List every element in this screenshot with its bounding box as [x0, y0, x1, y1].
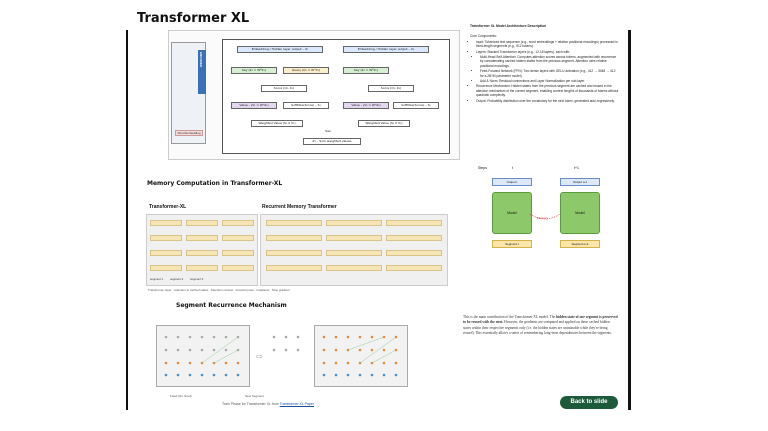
softmax-1: SoftMax(Score) – S₁ — [283, 102, 329, 109]
model-t: Model — [492, 192, 532, 234]
embed-1: Embedding / Hidden layer output – X₁ — [237, 46, 323, 53]
score-1: Score (Q₁, K₁) — [261, 85, 307, 92]
legend-context: Attention context — [210, 288, 234, 292]
recurrence-dots — [164, 335, 398, 377]
encoder-label: ENCODER — [199, 52, 203, 68]
recurrence-step-diagram: Steps t t+1 Output t Output t+1 Model Mo… — [476, 164, 621, 264]
desc-item: Input: Tokenized text sequence (e.g., wo… — [476, 40, 620, 49]
paper-link[interactable]: Transformer XL Paper — [279, 402, 315, 406]
figure-caption: Train Phase for Transformer XL from Tran… — [222, 402, 314, 406]
legend-forward: Forward pass — [235, 288, 254, 292]
word-embedding-label: Word Embedding — [175, 130, 203, 136]
xl-rows — [148, 215, 254, 283]
output-t1: Output t+1 — [560, 178, 600, 186]
seg-label: segment 1 — [150, 277, 164, 281]
memory-arrow-icon — [530, 213, 560, 220]
desc-item: Output: Probability distribution over th… — [476, 99, 620, 103]
desc-item: Layers: Stacked Transformer layers (e.g.… — [476, 50, 620, 54]
page-title: Transformer XL — [137, 11, 250, 26]
memory-label: Memory — [537, 216, 548, 220]
embed-2: Embedding / Hidden layer output – X₂ — [343, 46, 429, 53]
memory-heading: Memory Computation in Transformer-XL — [147, 180, 283, 187]
xl-segment-labels: segment 1 segment 2 segment 3 — [150, 277, 203, 281]
legend-gradients: Gradients — [256, 288, 270, 292]
recurrence-paragraph: This is the main contribution of the Tra… — [463, 315, 618, 336]
memory-legend: Transformer layer Attention to cached st… — [148, 288, 448, 292]
key-1: Key (K₁ = WᴷX₁) — [231, 67, 277, 74]
paragraph-text: However, the gradients are computed and … — [463, 320, 612, 335]
paragraph-text: This is the main contribution of the Tra… — [463, 315, 557, 319]
z-output: Z₁ – Sum weighted values — [303, 138, 361, 145]
model-t1: Model — [560, 192, 600, 234]
score-2: Score (Q₁, K₂) — [368, 85, 414, 92]
query-1: Query (Q₁ = WᴼX₁) — [283, 67, 329, 74]
weighted-1: Weighted Value (S₁ X V₁) — [251, 120, 303, 127]
description-title: Transformer XL Model Architecture Descri… — [470, 24, 547, 28]
value-1: Value – (V₁ = WᵛX₁) — [231, 102, 277, 109]
architecture-description: Transformer XL Model Architecture Descri… — [470, 24, 620, 104]
softmax-2: SoftMax(Score) – S₂ — [393, 102, 439, 109]
fixed-segment-grid — [156, 325, 250, 387]
legend-layer: Transformer layer — [148, 288, 172, 292]
arrow-right-icon: ⇨ — [256, 352, 263, 361]
description-list: Input: Tokenized text sequence (e.g., wo… — [476, 40, 620, 103]
rmt-rows — [262, 215, 444, 283]
right-border — [628, 30, 631, 410]
desc-item: Multi-Head Self-Attention: Computes atte… — [480, 55, 620, 68]
recurrence-heading: Segment Recurrence Mechanism — [176, 302, 287, 309]
value-2: Value – (V₂ = WᵛX₂) — [343, 102, 389, 109]
rmt-title: Recurrent Memory Transformer — [262, 204, 337, 210]
encoder-label-bar — [198, 50, 206, 94]
paragraph-bold: hidden state of one segment is preserved… — [463, 315, 618, 325]
legend-cached: Attention to cached states — [173, 288, 209, 292]
back-to-slide-button[interactable]: Back to slide — [560, 396, 618, 409]
segment-t1: Segment t+1 — [560, 240, 600, 248]
desc-item: Feed-Forward Network (FFN): Two dense la… — [480, 69, 620, 78]
desc-item: Recurrence Mechanism: Hidden states from… — [476, 84, 620, 97]
caption-text: Train Phase for Transformer XL from — [222, 402, 279, 406]
legend-stop-gradient: Stop gradient — [271, 288, 290, 292]
weighted-2: Weighted Value (S₂ X V₂) — [358, 120, 410, 127]
new-segment-label: New Segment — [245, 394, 264, 398]
segment-t: Segment t — [492, 240, 532, 248]
output-t: Output t — [492, 178, 532, 186]
steps-label: Steps — [478, 166, 487, 170]
key-2: Key (K₂ = WᴷX₂) — [343, 67, 389, 74]
transformer-xl-title: Transformer-XL — [149, 204, 187, 210]
core-components-label: Core Components: — [470, 34, 497, 39]
sum-label: Sum — [325, 129, 332, 133]
seg-label: segment 3 — [190, 277, 204, 281]
left-border — [126, 30, 128, 410]
fixed-label: Fixed (No Grad) — [170, 394, 192, 398]
new-segment-grid — [314, 325, 408, 387]
step-t: t — [512, 166, 513, 170]
seg-label: segment 2 — [170, 277, 184, 281]
desc-item: Add & Norm: Residual connections and Lay… — [480, 79, 620, 83]
attention-detail: Embedding / Hidden layer output – X₁ Emb… — [222, 39, 450, 154]
step-t1: t+1 — [574, 166, 579, 170]
